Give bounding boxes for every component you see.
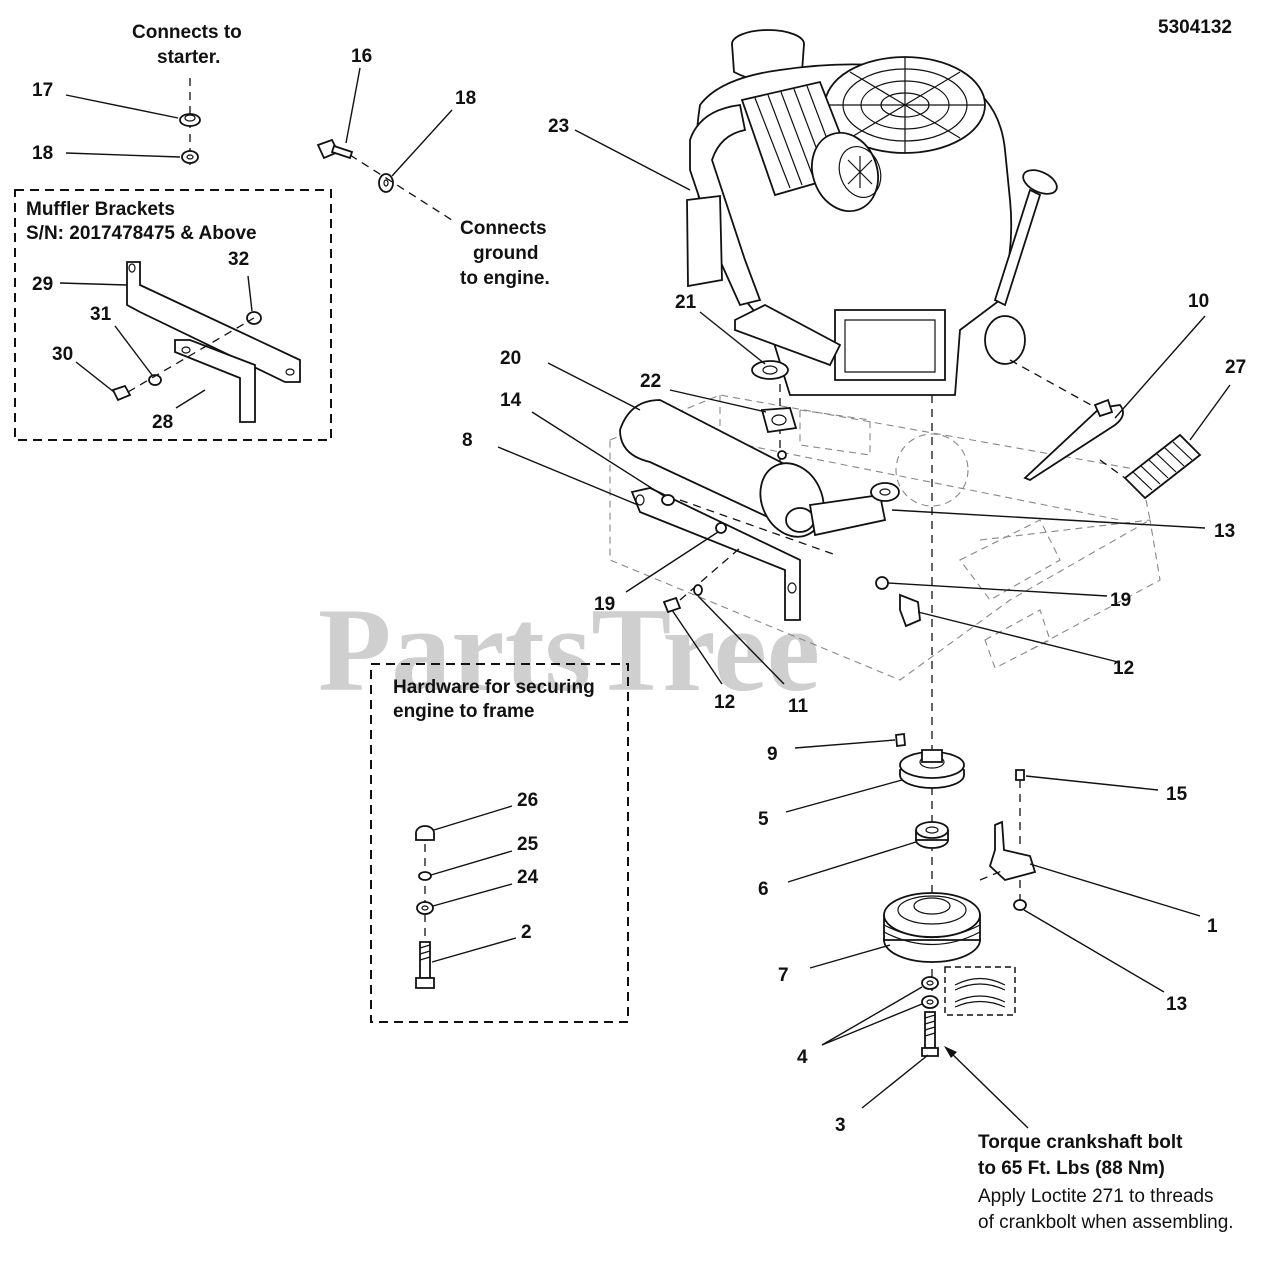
part-14-nut[interactable]: [661, 494, 675, 506]
part-20-muffler[interactable]: [619, 399, 887, 547]
watermark: PartsTree: [318, 583, 820, 716]
hardware-box-title-2: engine to frame: [393, 701, 534, 722]
callout-30: 30: [52, 344, 73, 365]
part-27-spring[interactable]: [1123, 433, 1202, 500]
callout-32: 32: [228, 249, 249, 270]
callout-9: 9: [767, 744, 778, 765]
part-8-muffler-bracket[interactable]: [630, 487, 801, 621]
callout-19b: 19: [1110, 590, 1131, 611]
muffler-box-title-1: Muffler Brackets: [26, 199, 175, 220]
hardware-box: [370, 663, 629, 1023]
part-12-clamp-right[interactable]: [899, 593, 921, 628]
part-21-gasket[interactable]: [751, 360, 789, 380]
frame-outline: [609, 394, 1161, 681]
callout-31: 31: [90, 304, 112, 325]
callout-21: 21: [675, 292, 697, 313]
part-24-washer[interactable]: [416, 901, 434, 915]
part-9-key[interactable]: [895, 732, 906, 748]
part-18-washer-ground[interactable]: [378, 173, 394, 193]
callout-13: 13: [1214, 521, 1235, 542]
note-torque-2: to 65 Ft. Lbs (88 Nm): [978, 1158, 1165, 1179]
note-loctite-1: Apply Loctite 271 to threads: [978, 1186, 1214, 1207]
callout-19: 19: [594, 594, 615, 615]
callout-3: 3: [835, 1115, 846, 1136]
callout-2: 2: [521, 922, 532, 943]
part-4-washer-top[interactable]: [921, 976, 939, 990]
callout-1: 1: [1207, 916, 1218, 937]
callout-12: 12: [1113, 658, 1134, 679]
document-number: 5304132: [1158, 17, 1232, 38]
part-1-clutch-bracket[interactable]: [979, 820, 1037, 881]
note-connects-starter-2: starter.: [157, 47, 220, 68]
callout-13b: 13: [1166, 994, 1187, 1015]
part-10-fuel-line[interactable]: [1023, 398, 1124, 482]
part-16-bolt[interactable]: [316, 138, 354, 160]
callout-7: 7: [778, 965, 789, 986]
callout-5: 5: [758, 809, 769, 830]
part-7-clutch[interactable]: [883, 892, 981, 963]
callout-4: 4: [797, 1047, 808, 1068]
part-3-crank-bolt[interactable]: [921, 1011, 939, 1057]
part-25-washer[interactable]: [418, 871, 432, 881]
part-22-flange[interactable]: [760, 407, 798, 434]
callout-23: 23: [548, 116, 569, 137]
note-loctite-2: of crankbolt when assembling.: [978, 1212, 1234, 1233]
callout-6: 6: [758, 879, 769, 900]
callout-18b: 18: [455, 88, 476, 109]
note-ground-1: Connects: [460, 218, 547, 239]
callout-26: 26: [517, 790, 538, 811]
callout-18: 18: [32, 143, 53, 164]
part-23-engine[interactable]: [686, 29, 1061, 396]
part-29-bracket[interactable]: [126, 261, 301, 383]
shim-detail-box: [944, 966, 1016, 1016]
callout-15: 15: [1166, 784, 1188, 805]
callout-29: 29: [32, 274, 53, 295]
note-ground-3: to engine.: [460, 268, 550, 289]
part-17-nut[interactable]: [179, 113, 201, 127]
callout-14: 14: [500, 390, 522, 411]
part-2-bolt[interactable]: [415, 941, 435, 989]
callout-28: 28: [152, 412, 173, 433]
part-30-bolt[interactable]: [111, 384, 132, 402]
part-26-locknut[interactable]: [415, 825, 435, 841]
note-torque-1: Torque crankshaft bolt: [978, 1132, 1183, 1153]
muffler-brackets-box: [14, 189, 332, 441]
callout-24: 24: [517, 867, 539, 888]
part-12-bolt-left[interactable]: [662, 596, 682, 614]
callout-12b: 12: [714, 692, 735, 713]
part-19-washer-left[interactable]: [715, 522, 727, 534]
callout-22: 22: [640, 371, 661, 392]
part-11-washer[interactable]: [693, 584, 703, 596]
part-18-washer-starter[interactable]: [181, 150, 199, 164]
callout-11: 11: [788, 696, 809, 717]
note-connects-starter-1: Connects to: [132, 22, 242, 43]
callout-25: 25: [517, 834, 539, 855]
part-13-gasket-exhaust[interactable]: [870, 482, 900, 502]
part-19-washer-right[interactable]: [875, 576, 889, 590]
screw-22[interactable]: [777, 450, 787, 460]
callout-8: 8: [462, 430, 473, 451]
part-13-nut-clutch[interactable]: [1013, 899, 1027, 911]
part-15-bolt[interactable]: [1015, 769, 1025, 845]
note-ground-2: ground: [473, 243, 538, 264]
callout-17: 17: [32, 80, 53, 101]
callout-20: 20: [500, 348, 521, 369]
part-6-spacer[interactable]: [915, 821, 949, 849]
callout-10: 10: [1188, 291, 1209, 312]
part-5-pulley[interactable]: [899, 749, 965, 789]
muffler-box-title-2: S/N: 2017478475 & Above: [26, 223, 257, 244]
hardware-box-title-1: Hardware for securing: [393, 677, 595, 698]
part-28-bracket[interactable]: [174, 339, 256, 423]
part-4-washer-bottom[interactable]: [921, 995, 939, 1009]
callout-16: 16: [351, 46, 372, 67]
callout-27: 27: [1225, 357, 1246, 378]
